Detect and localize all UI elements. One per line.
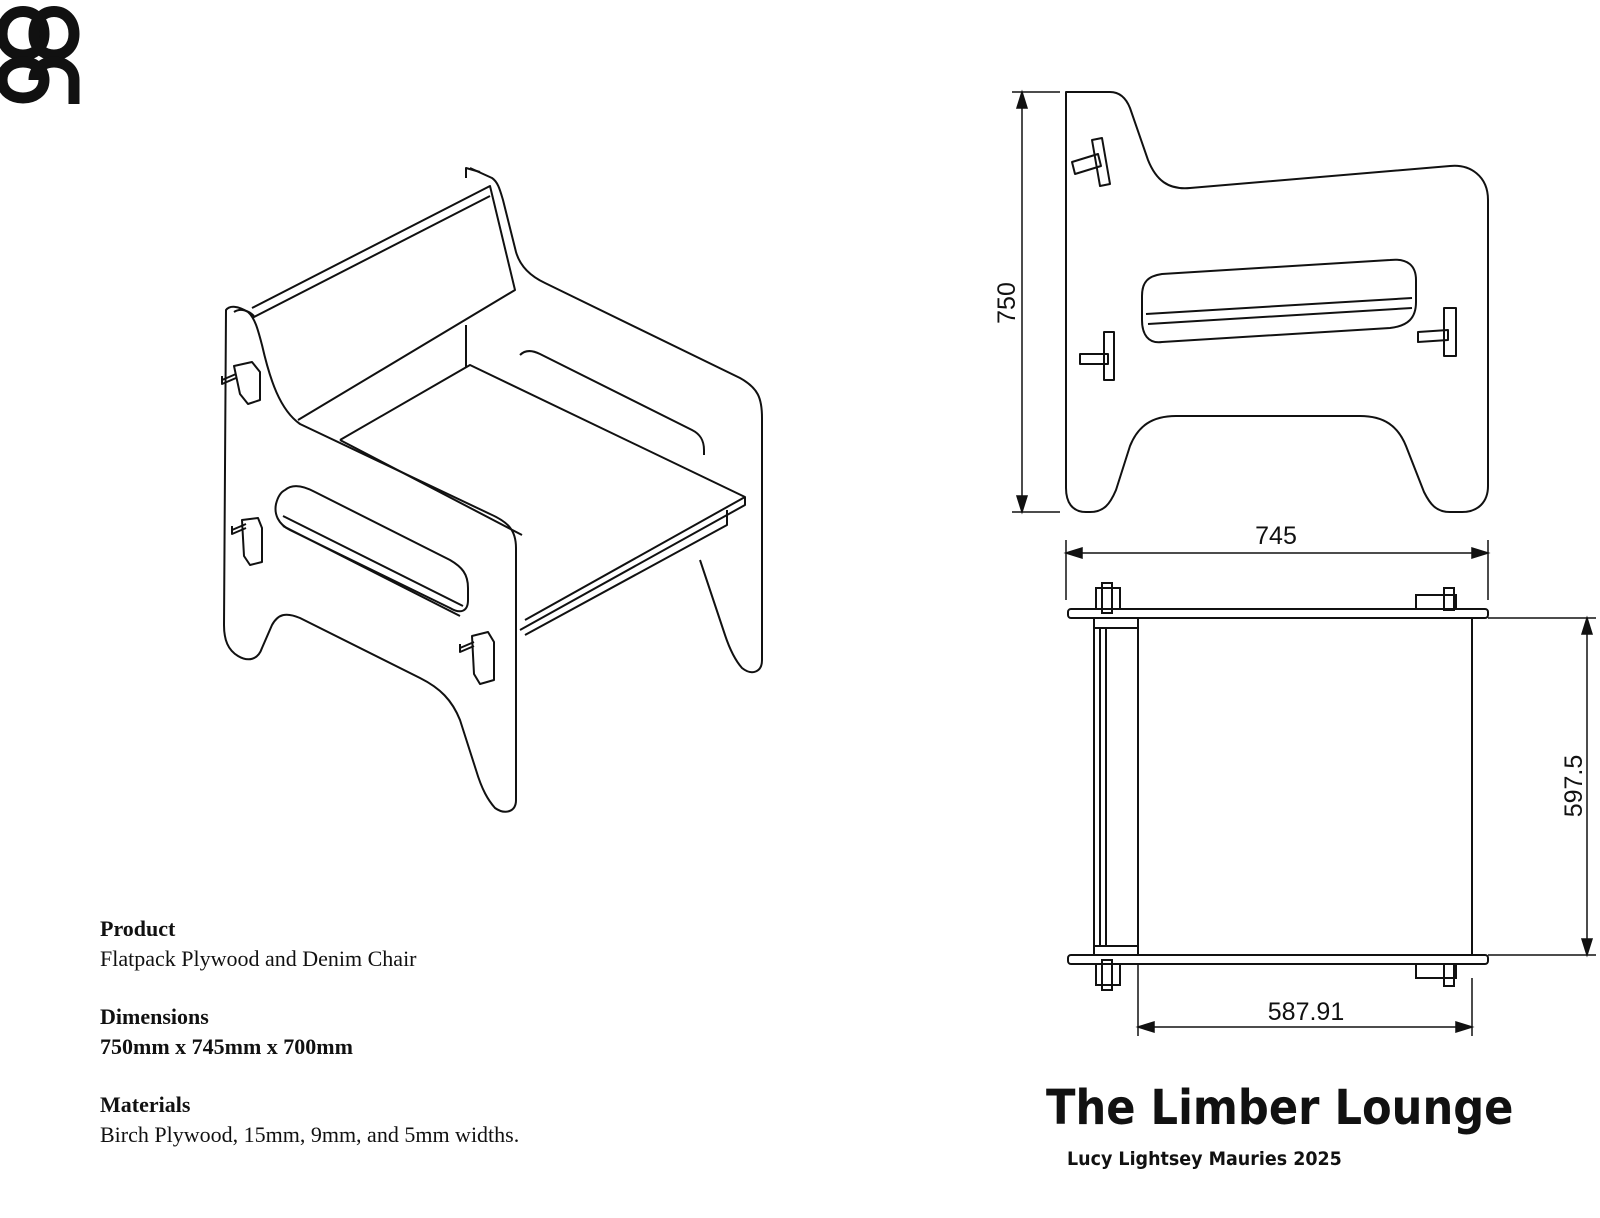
dimensions-section: Dimensions 750mm x 745mm x 700mm — [100, 1002, 353, 1062]
product-title: The Limber Lounge — [1046, 1080, 1514, 1136]
dimensions-heading: Dimensions — [100, 1004, 209, 1029]
author-credit: Lucy Lightsey Mauries 2025 — [1067, 1148, 1342, 1170]
inner-width-dimension: 587.91 — [1268, 998, 1344, 1026]
height-dimension: 750 — [993, 282, 1021, 324]
product-section: Product Flatpack Plywood and Denim Chair — [100, 914, 417, 974]
materials-section: Materials Birch Plywood, 15mm, 9mm, and … — [100, 1090, 519, 1150]
product-value: Flatpack Plywood and Denim Chair — [100, 946, 417, 971]
materials-heading: Materials — [100, 1092, 191, 1117]
product-heading: Product — [100, 916, 176, 941]
dimensions-value: 750mm x 745mm x 700mm — [100, 1034, 353, 1059]
isometric-chair-drawing — [221, 167, 763, 813]
materials-value: Birch Plywood, 15mm, 9mm, and 5mm widths… — [100, 1122, 520, 1147]
designer-logo — [0, 6, 80, 104]
width-dimension: 745 — [1255, 522, 1297, 550]
depth-dimension: 597.5 — [1560, 755, 1588, 818]
